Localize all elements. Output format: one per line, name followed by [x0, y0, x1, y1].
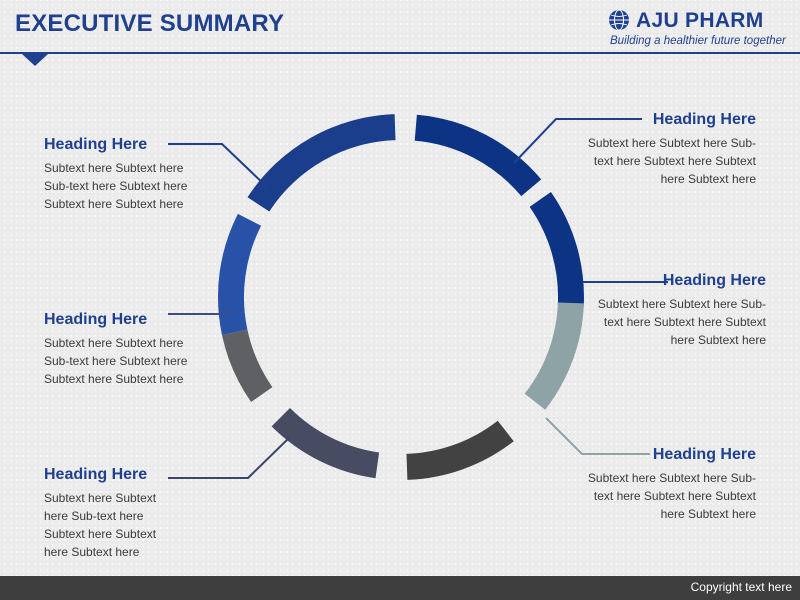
item-right-lower: Heading Here Subtext here Subtext here S… — [576, 446, 756, 523]
item-bottom-left: Heading Here Subtext here Subtext here S… — [44, 466, 224, 561]
ring-segment-left-lower — [222, 329, 273, 402]
item-subtext: Subtext here Subtext here Sub-text here … — [44, 161, 188, 211]
item-left-lower: Heading Here Subtext here Subtext here S… — [44, 311, 224, 388]
item-subtext: Subtext here Subtext here Sub-text here … — [597, 297, 766, 347]
connector-top-right — [513, 118, 642, 164]
page-title: EXECUTIVE SUMMARY — [15, 10, 285, 37]
ring-segment-bottom-right — [406, 420, 514, 480]
ring-segment-right-lower — [524, 302, 584, 410]
globe-logo-icon — [609, 9, 629, 31]
brand-name: AJU PHARM — [636, 9, 764, 32]
item-heading: Heading Here — [44, 136, 148, 153]
item-subtext: Subtext here Subtext here Sub-text here … — [44, 491, 157, 559]
header-pointer — [22, 54, 48, 66]
item-heading: Heading Here — [652, 446, 756, 463]
ring-segment-top-left — [247, 114, 396, 212]
item-heading: Heading Here — [662, 272, 766, 289]
ring-segment-right-upper — [529, 192, 584, 307]
ring-segment-bottom-left — [271, 408, 380, 479]
brand-tagline: Building a healthier future together — [610, 35, 786, 47]
connector-top-left — [168, 143, 269, 189]
copyright-text: Copyright text here — [690, 580, 792, 594]
item-right-upper: Heading Here Subtext here Subtext here S… — [586, 272, 766, 349]
connector-bottom-left — [168, 436, 291, 479]
item-heading: Heading Here — [44, 466, 148, 483]
ring-segment-left-upper — [217, 213, 262, 335]
item-subtext: Subtext here Subtext here Sub-text here … — [587, 471, 756, 521]
item-heading: Heading Here — [652, 111, 756, 128]
item-subtext: Subtext here Subtext here Sub-text here … — [44, 336, 188, 386]
item-subtext: Subtext here Subtext here Sub-text here … — [587, 136, 756, 186]
brand: AJU PHARM Building a healthier future to… — [608, 6, 786, 50]
item-heading: Heading Here — [44, 311, 148, 328]
item-top-right: Heading Here Subtext here Subtext here S… — [576, 111, 756, 188]
item-top-left: Heading Here Subtext here Subtext here S… — [44, 136, 224, 213]
ring-segment-top-right — [414, 114, 542, 197]
connector-right-lower — [545, 417, 650, 455]
footer-bar: Copyright text here — [0, 576, 800, 600]
header-rule — [0, 52, 800, 54]
